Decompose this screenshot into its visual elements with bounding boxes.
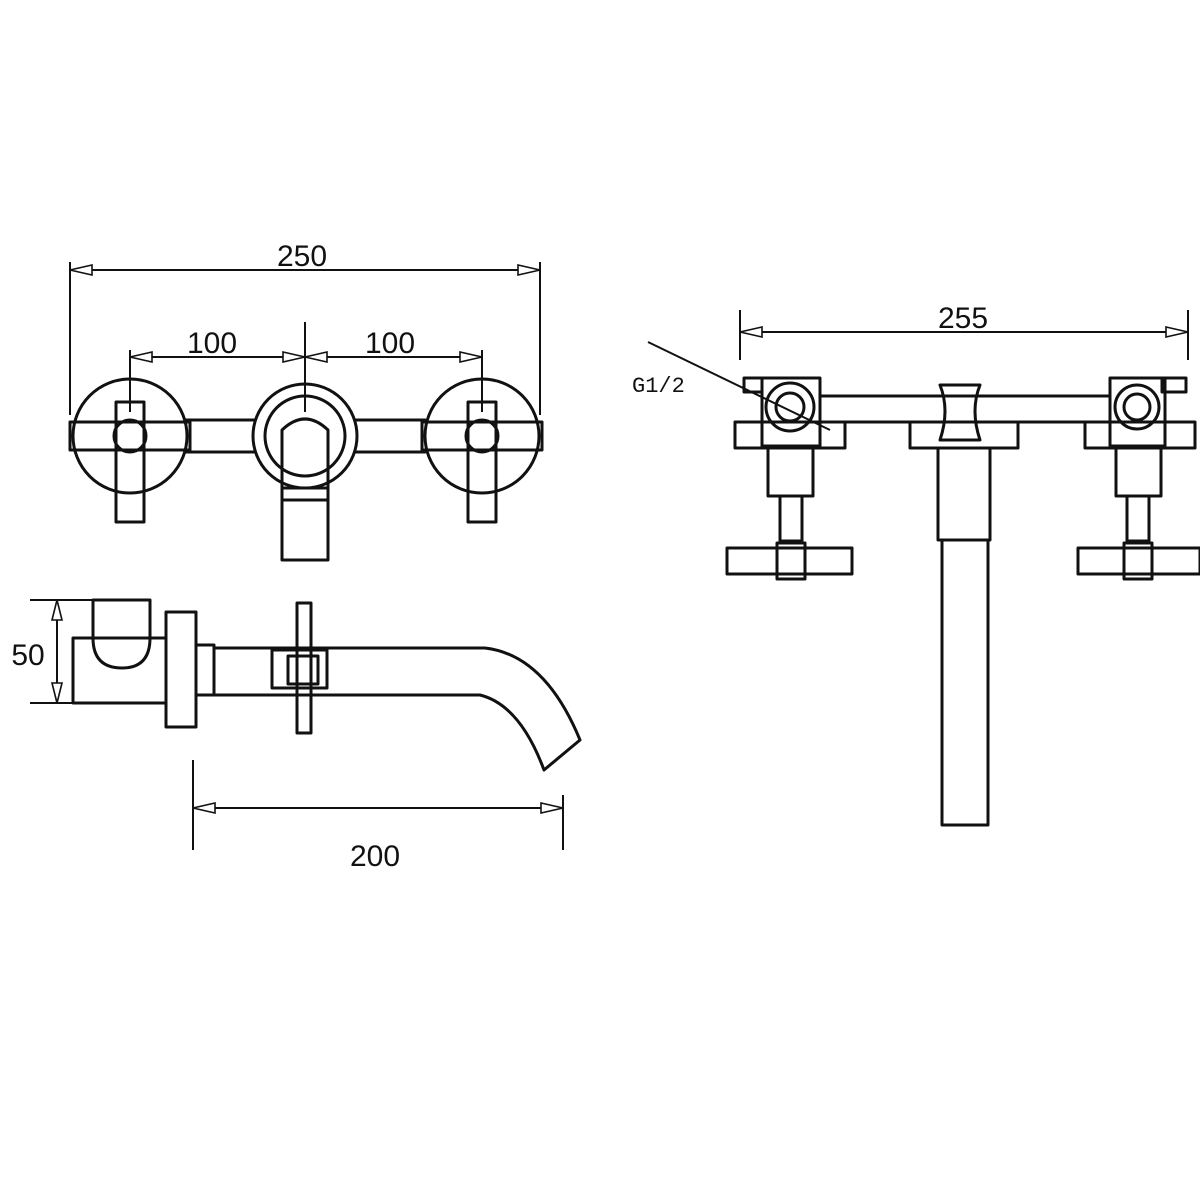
center-spout-rear — [908, 420, 1020, 827]
dimension-label-50: 50 — [11, 639, 44, 672]
dimension-label-right-100: 100 — [365, 327, 415, 360]
dimension-overall-width: 250 — [69, 240, 541, 415]
right-cross-handle — [420, 377, 544, 524]
right-valve-body — [1076, 376, 1200, 581]
dimension-label-200: 200 — [350, 840, 400, 873]
side-view: 50 200 — [11, 598, 582, 873]
left-cross-handle — [68, 377, 192, 524]
dimension-label-255: 255 — [938, 302, 988, 335]
thread-label: G1/2 — [632, 374, 685, 399]
dimension-label-250: 250 — [277, 240, 327, 273]
left-valve-body — [725, 376, 854, 581]
dimension-depth: 50 — [11, 599, 95, 704]
spout-front — [251, 382, 359, 562]
dimension-label-left-100: 100 — [187, 327, 237, 360]
dimension-rear-width: 255 — [739, 302, 1189, 360]
dimension-spout-projection: 200 — [192, 760, 564, 873]
dimension-handle-spacing: 100 100 — [129, 322, 483, 412]
rear-view: 255 G1/2 — [632, 302, 1200, 827]
front-view: 250 100 100 — [68, 240, 544, 562]
side-cross-handle — [270, 601, 329, 735]
